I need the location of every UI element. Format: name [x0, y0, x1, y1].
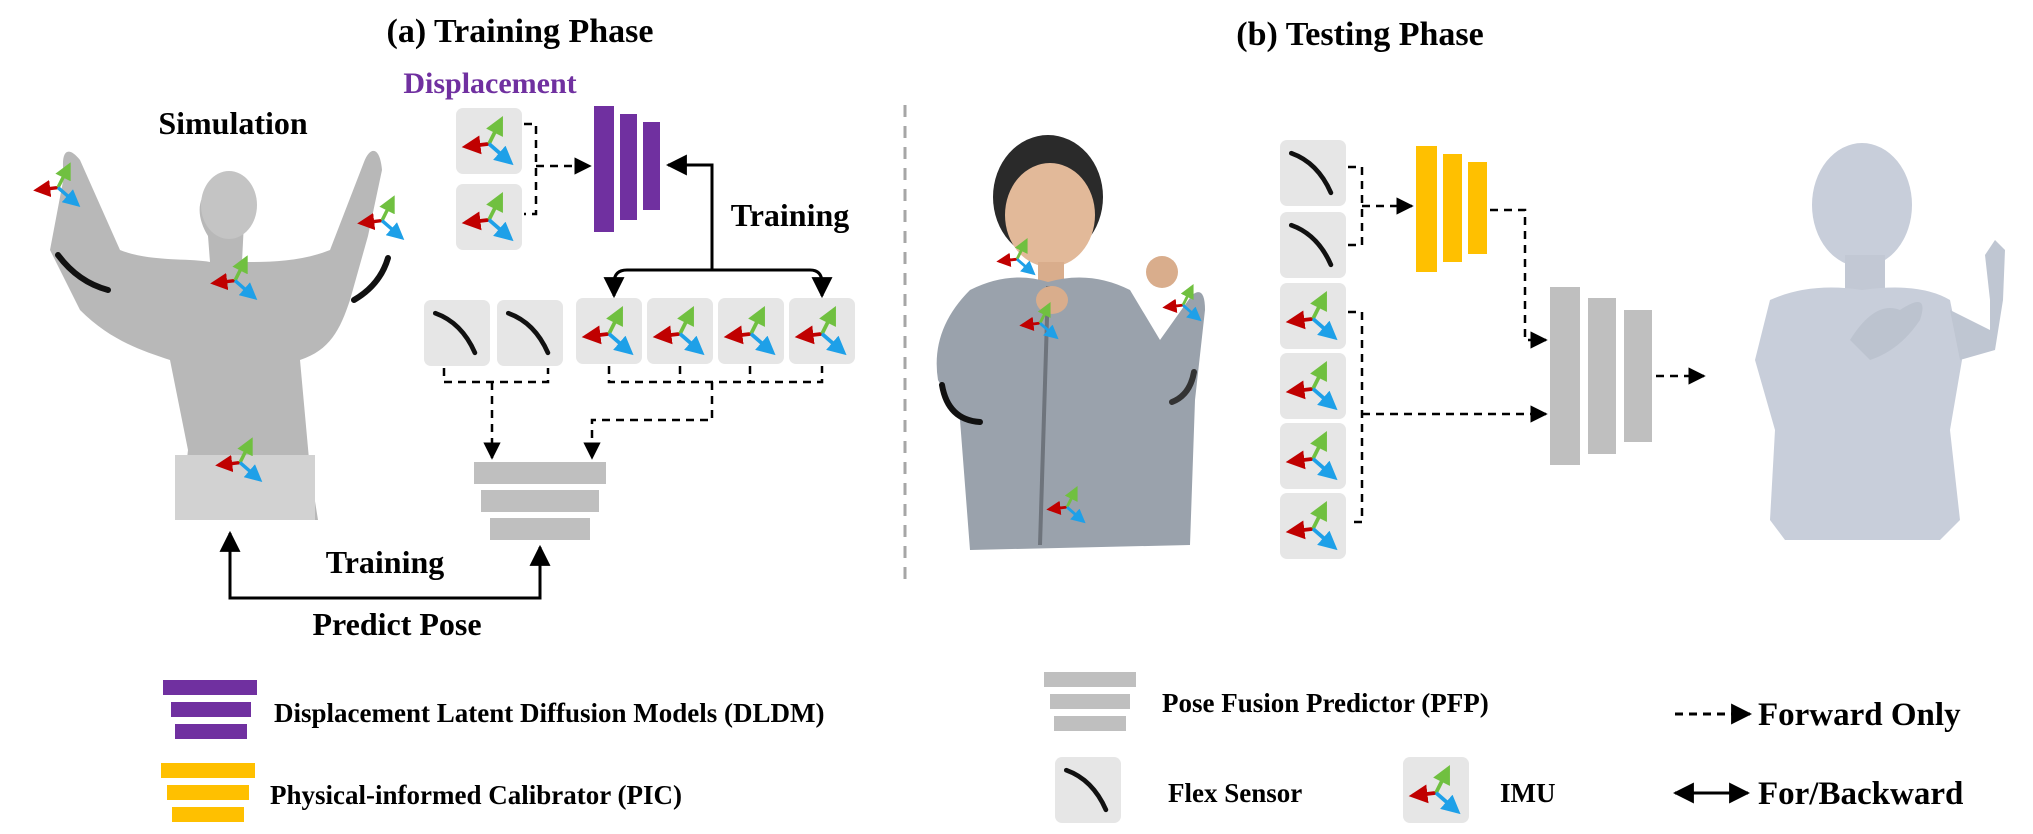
legend-for-backward-label: For/Backward: [1758, 776, 1963, 812]
dldm-training-arrow: [665, 154, 714, 270]
sim-flex-sensor-left: [55, 252, 111, 293]
training-phase-title: (a) Training Phase: [387, 13, 654, 50]
legend-flex-icon: [1055, 757, 1121, 823]
dldm-input-bracket: [524, 122, 538, 216]
training-label-right: Training: [731, 197, 850, 233]
testing-phase-title: (b) Testing Phase: [1236, 16, 1484, 53]
legend-flex-label: Flex Sensor: [1168, 778, 1302, 808]
train-imu-tile-4: [789, 298, 855, 364]
legend-imu-label: IMU: [1500, 778, 1556, 808]
legend-pic-label: Physical-informed Calibrator (PIC): [270, 780, 682, 810]
legend-pfp-label: Pose Fusion Predictor (PFP): [1162, 688, 1489, 718]
dldm-input-imu-2: [456, 184, 522, 250]
train-imu-tile-1: [576, 298, 642, 364]
dldm-input-imu-1: [456, 108, 522, 174]
train-imu-tile-2: [647, 298, 713, 364]
real-person-figure: [936, 135, 1205, 550]
legend-pic-icon: [161, 763, 255, 822]
output-pose-avatar: [1755, 143, 2005, 540]
simulation-avatar: [50, 150, 382, 520]
dldm-module: [594, 106, 660, 232]
pic-to-pfp-arrow: [1490, 208, 1548, 349]
test-imu-tile-2: [1280, 353, 1346, 419]
test-imu-tile-3: [1280, 423, 1346, 489]
imu-to-pfp-arrow: [583, 382, 714, 460]
legend-dldm-icon: [163, 680, 257, 739]
sim-flex-sensor-right: [351, 255, 391, 303]
training-label-bottom: Training: [326, 544, 445, 580]
legend-dldm-label: Displacement Latent Diffusion Models (DL…: [274, 698, 824, 728]
legend-imu-icon: [1403, 757, 1469, 823]
test-flex-tile-1: [1280, 140, 1346, 206]
legend-forward-only-label: Forward Only: [1758, 697, 1961, 733]
pic-module: [1416, 146, 1487, 272]
test-flex-tile-2: [1280, 212, 1346, 278]
predict-pose-label: Predict Pose: [312, 606, 481, 642]
train-flex-tile-2: [497, 300, 563, 366]
simulation-label: Simulation: [158, 105, 308, 141]
pfp-module-training: [474, 462, 606, 540]
legend-pfp-icon: [1044, 672, 1136, 731]
training-split-line: [612, 268, 824, 295]
displacement-label: Displacement: [403, 67, 576, 100]
train-flex-tile-1: [424, 300, 490, 366]
legend: Displacement Latent Diffusion Models (DL…: [161, 672, 1963, 823]
pfp-module-testing: [1550, 287, 1652, 465]
test-imu-tile-1: [1280, 283, 1346, 349]
test-imu-tile-4: [1280, 493, 1346, 559]
train-imu-tile-3: [718, 298, 784, 364]
